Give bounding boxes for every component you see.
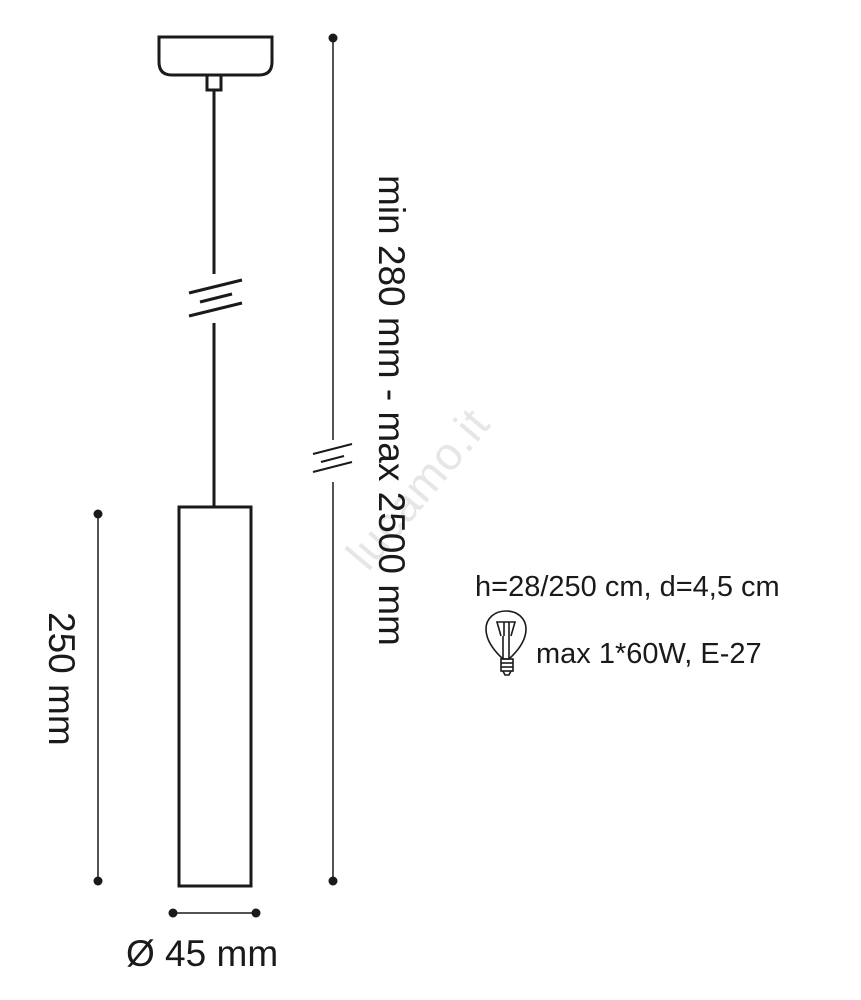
overall-height-label: min 280 mm - max 2500 mm <box>371 175 412 646</box>
ceiling-canopy <box>157 35 274 92</box>
cable-break-symbol <box>188 278 243 318</box>
body-height-dimension-line <box>93 509 103 886</box>
body-height-label: 250 mm <box>41 612 82 746</box>
lamp-body <box>177 505 253 888</box>
diameter-dimension-line <box>168 908 261 918</box>
diameter-label: Ø 45 mm <box>126 933 279 974</box>
light-bulb-icon <box>485 610 527 676</box>
overall-height-dimension-line <box>328 33 338 886</box>
size-spec: h=28/250 cm, d=4,5 cm <box>475 571 780 603</box>
dimension-break-symbol <box>312 443 353 473</box>
bulb-spec: max 1*60W, E-27 <box>536 638 762 670</box>
